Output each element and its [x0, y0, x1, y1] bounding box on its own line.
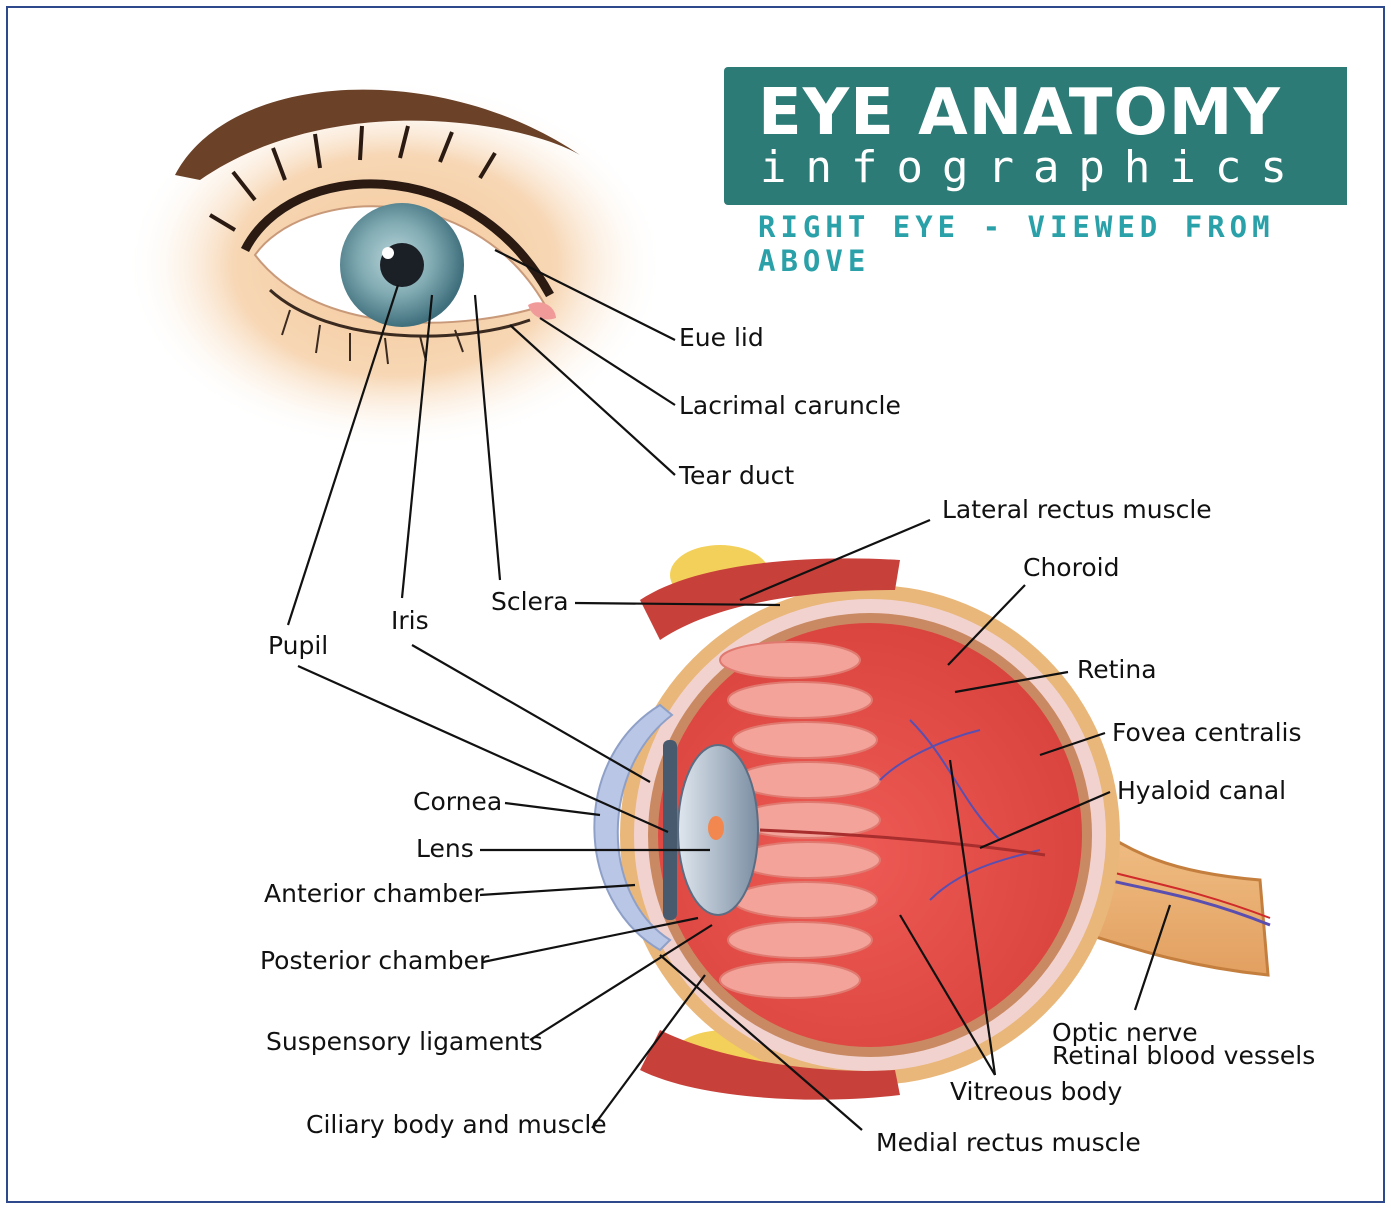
- label-suspensory: Suspensory ligaments: [266, 1029, 543, 1054]
- label-vitreous: Vitreous body: [950, 1079, 1122, 1104]
- label-lateral-rectus: Lateral rectus muscle: [942, 497, 1212, 522]
- label-hyaloid: Hyaloid canal: [1117, 778, 1286, 803]
- label-retina: Retina: [1077, 657, 1157, 682]
- title-caption: RIGHT EYE - VIEWED FROM ABOVE: [758, 210, 1391, 278]
- leader-cornea: [505, 803, 600, 815]
- title-main: EYE ANATOMY: [758, 76, 1281, 150]
- label-eye-lid: Eue lid: [679, 325, 764, 350]
- label-lacrimal-caruncle: Lacrimal caruncle: [679, 393, 901, 418]
- label-anterior-chamber: Anterior chamber: [264, 881, 484, 906]
- label-pupil: Pupil: [268, 633, 328, 658]
- external-eye: [125, 80, 665, 450]
- highlight: [382, 247, 394, 259]
- label-choroid: Choroid: [1023, 555, 1119, 580]
- label-medial-rectus: Medial rectus muscle: [876, 1130, 1141, 1155]
- lens-nucleus: [708, 816, 724, 840]
- label-fovea: Fovea centralis: [1112, 720, 1302, 745]
- eye-cross-section: [594, 545, 1270, 1100]
- label-sclera: Sclera: [491, 589, 569, 614]
- label-lens: Lens: [416, 836, 474, 861]
- title-sub: infographics: [760, 142, 1306, 193]
- label-retinal-vessels: Retinal blood vessels: [1052, 1043, 1315, 1068]
- label-cornea: Cornea: [413, 789, 502, 814]
- label-posterior-chamber: Posterior chamber: [260, 948, 489, 973]
- leader-iris: [412, 645, 650, 782]
- label-tear-duct: Tear duct: [679, 463, 794, 488]
- label-iris: Iris: [391, 608, 429, 633]
- label-ciliary: Ciliary body and muscle: [306, 1112, 607, 1137]
